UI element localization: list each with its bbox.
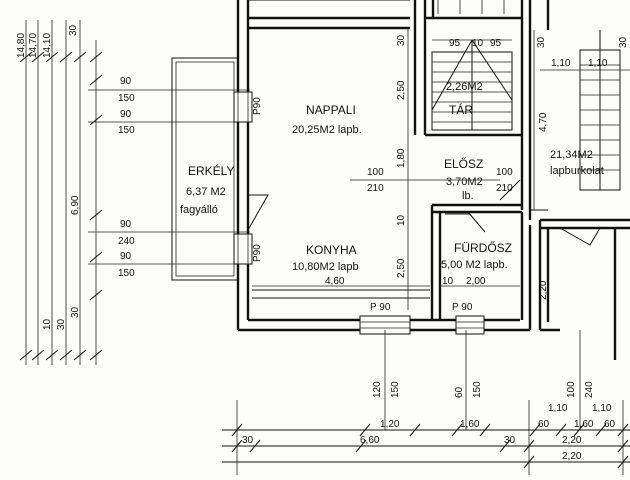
window-dim-6: 240 xyxy=(118,236,135,247)
left-dim-690: 6,90 xyxy=(70,195,81,215)
nappali-area: 20,25M2 lapb. xyxy=(292,124,362,136)
bottom-dimensions: 120 150 60 150 100 240 1,20 1,60 1,10 1,… xyxy=(222,330,630,475)
dim-250-b: 2,50 xyxy=(396,258,407,278)
window-dimension-lines: 90 150 90 150 90 240 90 150 xyxy=(88,76,250,279)
bottom-r2-660: 6,60 xyxy=(360,435,380,446)
dim-100-b: 100 xyxy=(496,167,513,178)
left-dim-30-a: 30 xyxy=(56,318,67,330)
left-dim-30-b: 30 xyxy=(70,306,81,318)
left-dim-1410: 14,10 xyxy=(42,33,53,58)
konyha-name: KONYHA xyxy=(306,243,357,257)
dim-460: 4,60 xyxy=(325,276,345,287)
dim-250-a: 2,50 xyxy=(396,80,407,100)
window-dim-7: 90 xyxy=(120,251,132,262)
door-labels: P90 P90 P 90 P 90 xyxy=(252,97,473,313)
bottom-r1-60-a: 60 xyxy=(538,419,550,430)
window-dim-4: 150 xyxy=(118,125,135,136)
konyha-area: 10,80M2 lapb xyxy=(292,261,359,273)
balcony-area: 6,37 M2 xyxy=(186,186,226,198)
door-label-3: P 90 xyxy=(370,302,391,313)
eloszoba-floor: lb. xyxy=(462,190,474,202)
bottom-v-240: 240 xyxy=(584,381,595,398)
dim-110-b: 1,10 xyxy=(588,58,608,69)
tar-name: TÁR xyxy=(449,102,473,117)
bottom-v-120: 120 xyxy=(372,381,383,398)
right-room-area: 21,34M2 xyxy=(550,149,593,161)
interior-dimensions: 30 2,50 1,80 10 2,50 4,60 100 210 100 21… xyxy=(252,28,630,310)
dim-30-vert: 30 xyxy=(396,34,407,46)
left-dim-30-top: 30 xyxy=(68,24,79,36)
window-dim-5: 90 xyxy=(120,219,132,230)
bottom-r2-30-a: 30 xyxy=(242,435,254,446)
bottom-r1-120: 1,20 xyxy=(380,419,400,430)
dim-95-b: 95 xyxy=(490,38,502,49)
dim-210-b: 210 xyxy=(496,183,513,194)
bottom-v-150-b: 150 xyxy=(472,381,483,398)
bottom-r1-160: 1,60 xyxy=(460,419,480,430)
furdo-name: FÜRDŐSZ xyxy=(454,240,512,255)
bottom-r1-110-a: 1,10 xyxy=(548,403,568,414)
nappali-name: NAPPALI xyxy=(306,103,356,117)
bottom-r1-60-b: 60 xyxy=(604,419,616,430)
door-label-1: P90 xyxy=(252,97,263,115)
left-dimension-chains: 14,80 14,70 14,10 30 6,90 10 30 30 xyxy=(16,20,103,365)
window-dim-8: 150 xyxy=(118,268,135,279)
walls xyxy=(236,0,630,360)
dim-470: 4,70 xyxy=(538,112,549,132)
dim-10-horz: 10 xyxy=(442,276,454,287)
dim-180: 1,80 xyxy=(396,148,407,168)
room-labels: NAPPALI 20,25M2 lapb. KONYHA 10,80M2 lap… xyxy=(292,81,604,273)
dim-10-vert: 10 xyxy=(396,214,407,226)
bottom-r1-160-b: 1,60 xyxy=(574,419,594,430)
bottom-r1-110-b: 1,10 xyxy=(592,403,612,414)
dim-210-a: 210 xyxy=(367,183,384,194)
tar-area: 2,26M2 xyxy=(446,81,483,93)
eloszoba-name: ELŐSZ xyxy=(444,156,483,171)
dim-200: 2,00 xyxy=(466,276,486,287)
left-dim-1480: 14,80 xyxy=(16,33,27,58)
dim-10-stair: 10 xyxy=(472,38,484,49)
dim-30-right: 30 xyxy=(536,36,547,48)
left-dim-10: 10 xyxy=(42,318,53,330)
bottom-r2-30-b: 30 xyxy=(504,435,516,446)
furdo-area: 5,00 M2 lapb. xyxy=(441,259,508,271)
bottom-r2-220: 2,20 xyxy=(562,435,582,446)
balcony-floor: fagyálló xyxy=(180,204,218,216)
dim-110-a: 1,10 xyxy=(551,58,571,69)
bottom-v-100: 100 xyxy=(566,381,577,398)
balcony-name: ERKÉLY xyxy=(188,163,234,178)
window-dim-3: 90 xyxy=(120,109,132,120)
bottom-r3-220: 2,20 xyxy=(562,451,582,462)
bottom-v-60: 60 xyxy=(454,386,465,398)
staircase xyxy=(431,0,621,191)
dim-30-right-b: 30 xyxy=(618,36,629,48)
bottom-v-150-a: 150 xyxy=(390,381,401,398)
window-dim-2: 150 xyxy=(118,93,135,104)
right-room-floor: lapburkolat xyxy=(550,165,604,177)
dim-100-a: 100 xyxy=(367,167,384,178)
dim-95-a: 95 xyxy=(449,38,461,49)
door-label-2: P90 xyxy=(252,244,263,262)
window-dim-1: 90 xyxy=(120,76,132,87)
left-dim-1470: 14,70 xyxy=(28,33,39,58)
openings xyxy=(233,91,601,335)
dim-220-right: 2,20 xyxy=(538,280,549,300)
door-label-4: P 90 xyxy=(452,302,473,313)
eloszoba-area: 3,70M2 xyxy=(446,176,483,188)
balcony: ERKÉLY 6,37 M2 fagyálló xyxy=(171,57,239,281)
